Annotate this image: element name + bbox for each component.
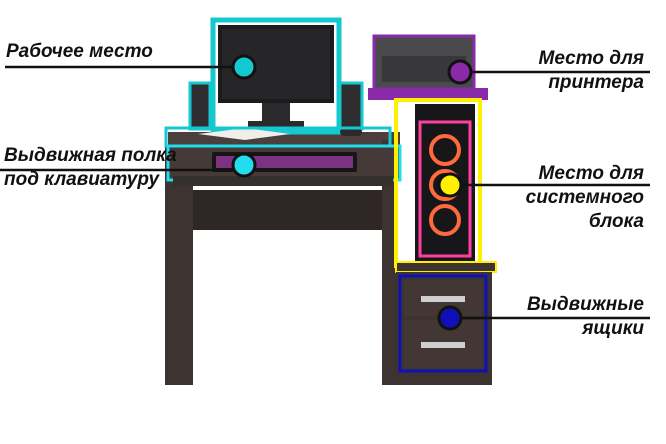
- pc-fan-bottom: [429, 204, 461, 236]
- label-system-unit: Место для системного блока: [526, 162, 644, 234]
- drawers-outline: [398, 274, 488, 373]
- markers: [231, 54, 473, 331]
- marker-drawers: [437, 305, 463, 331]
- label-system-unit-line-3: блока: [588, 211, 644, 232]
- workplace-zone: [164, 17, 392, 148]
- label-printer-line-2: принтера: [548, 72, 644, 93]
- pc-fan-top: [429, 134, 461, 166]
- label-system-unit-line-1: Место для: [538, 163, 644, 184]
- label-keyboard-shelf-line-1: Выдвижная полка: [4, 145, 177, 166]
- keyboard-shelf-zone: [166, 144, 402, 186]
- system-unit-zone: [394, 98, 497, 273]
- shelf-front-edge: [173, 176, 393, 186]
- leader-lines: [0, 65, 650, 320]
- label-keyboard-shelf: Выдвижная полка под клавиатуру: [4, 144, 177, 192]
- label-drawers-line-2: ящики: [582, 318, 644, 339]
- label-keyboard-shelf-line-2: под клавиатуру: [4, 169, 160, 190]
- label-drawers: Выдвижные ящики: [527, 293, 644, 341]
- label-workplace-line: Рабочее место: [6, 41, 153, 62]
- label-workplace: Рабочее место: [6, 40, 153, 64]
- mouse: [340, 128, 362, 136]
- monitor-frame-highlight: [210, 17, 342, 135]
- system-unit-base: [395, 261, 497, 273]
- monitor-stand: [262, 103, 290, 121]
- pc-case-glow: [418, 120, 472, 258]
- printer-shelf: [368, 88, 488, 100]
- open-book: [198, 128, 290, 140]
- label-drawers-line-1: Выдвижные: [526, 294, 644, 315]
- marker-system-unit: [437, 172, 463, 198]
- marker-keyboard-shelf: [231, 152, 257, 178]
- drawer-bottom-handle: [421, 342, 465, 348]
- drawer-top-handle: [421, 296, 465, 302]
- label-system-unit-line-2: системного: [525, 187, 644, 208]
- marker-printer: [447, 59, 473, 85]
- drawers-zone: [396, 272, 492, 385]
- label-printer-line-1: Место для: [538, 48, 644, 69]
- desk-back-panel: [193, 190, 383, 230]
- marker-workplace: [231, 54, 257, 80]
- label-printer: Место для принтера: [539, 47, 644, 95]
- speaker-left: [188, 81, 212, 131]
- monitor-base: [248, 121, 304, 127]
- speaker-right: [338, 81, 364, 131]
